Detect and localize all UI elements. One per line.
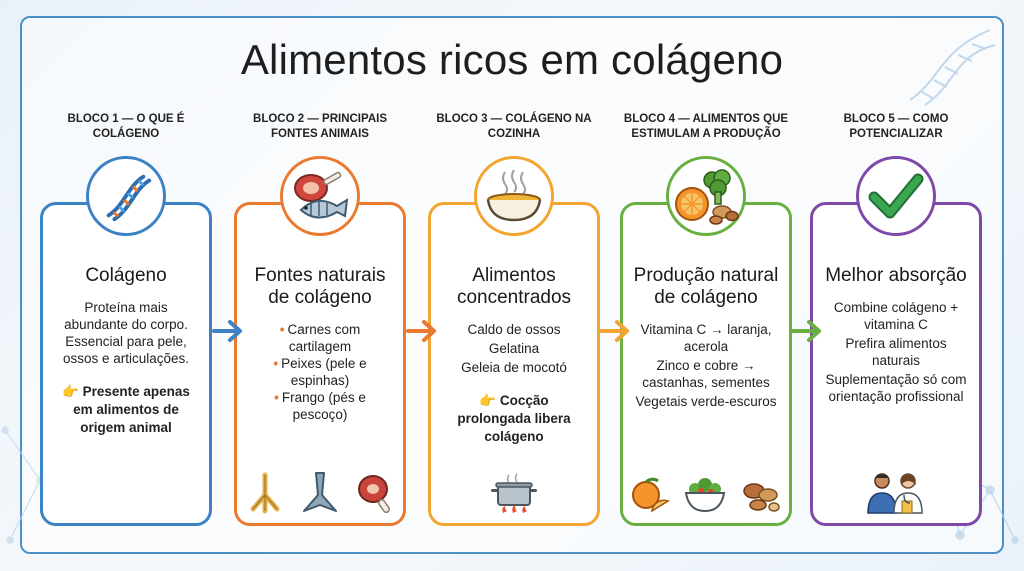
- block-3-bottom-icons: [431, 471, 597, 515]
- block-5-bottom-icons: [813, 469, 979, 515]
- block-3-title: Alimentos concentrados: [456, 265, 572, 308]
- block-1-body: Proteína mais abundante do corpo. Essenc…: [62, 300, 190, 366]
- block-2-header: BLOCO 2 — PRINCIPAIS FONTES ANIMAIS: [253, 113, 387, 140]
- pointing-hand-icon: 👉: [479, 393, 497, 408]
- list-item: Caldo de ossos: [467, 322, 561, 337]
- block-1-note-text: Presente apenas em alimentos de origem a…: [73, 384, 190, 435]
- doctor-consultation-icon: [867, 473, 923, 514]
- list-item: •Peixes (pele e espinhas): [273, 356, 367, 388]
- block-2-title: Fontes naturais de colágeno: [254, 265, 386, 308]
- block-1-title: Colágeno: [85, 265, 167, 286]
- salad-bowl-icon: [684, 478, 726, 513]
- block-4-bottom-icons: [623, 475, 789, 515]
- list-item: Suplementação só com orientação profissi…: [825, 372, 967, 404]
- orange-icon: [631, 477, 670, 513]
- page-title: Alimentos ricos em colágeno: [240, 36, 784, 83]
- block-1-card: Colágeno Proteína mais abundante do corp…: [40, 202, 212, 526]
- block-1-note: 👉 Presente apenas em alimentos de origem…: [53, 383, 199, 437]
- dna-icon: [106, 174, 152, 222]
- soup-bowl-icon: [486, 169, 542, 222]
- block-3-note: 👉 Cocção prolongada libera colágeno: [441, 392, 587, 446]
- block-2-bullet-list: •Carnes com cartilagem •Peixes (pele e e…: [247, 321, 393, 423]
- arrow-right-icon: [212, 320, 242, 342]
- block-3-circle: [474, 156, 554, 236]
- checkmark-icon: [868, 173, 924, 219]
- block-4-circle: [666, 156, 746, 236]
- block-1: BLOCO 1 — O QUE É COLÁGENO Colágeno Prot…: [38, 112, 214, 526]
- chicken-feet-icon: [250, 472, 280, 514]
- block-2-card: Fontes naturais de colágeno •Carnes com …: [234, 202, 406, 526]
- list-item: Geleia de mocotó: [461, 360, 567, 375]
- cooking-pot-icon: [491, 473, 537, 513]
- arrow-right-icon: [406, 320, 436, 342]
- block-4-card: Produção natural de colágeno Vitamina C …: [620, 202, 792, 526]
- pointing-hand-icon: 👉: [62, 384, 79, 399]
- block-4: BLOCO 4 — ALIMENTOS QUE ESTIMULAM A PROD…: [618, 112, 794, 526]
- block-4-lines: Vitamina C → laranja, acerola Zinco e co…: [633, 321, 779, 410]
- arrow-right-icon: [599, 320, 629, 342]
- block-5: BLOCO 5 — COMO POTENCIALIZAR Melhor abso…: [808, 112, 984, 526]
- block-5-card: Melhor absorção Combine colágeno + vitam…: [810, 202, 982, 526]
- block-2-bottom-icons: [237, 471, 403, 515]
- list-item: Vitamina C → laranja, acerola: [640, 322, 772, 354]
- block-3-header: BLOCO 3 — COLÁGENO NA COZINHA: [436, 113, 592, 140]
- block-4-title: Produção natural de colágeno: [633, 265, 779, 308]
- nuts-icon: [743, 483, 781, 512]
- list-item: Gelatina: [488, 341, 540, 356]
- list-item: Combine colágeno + vitamina C: [833, 300, 959, 332]
- list-item: Zinco e cobre → castanhas, sementes: [642, 358, 770, 390]
- list-item: Vegetais verde-escuros: [635, 394, 777, 409]
- block-3: BLOCO 3 — COLÁGENO NA COZINHA Alimentos …: [426, 112, 602, 526]
- fish-tail-icon: [302, 472, 337, 512]
- list-item: Prefira alimentos naturais: [845, 336, 947, 368]
- block-3-lines: Caldo de ossos Gelatina Geleia de mocotó: [441, 321, 587, 376]
- block-3-note-text: Cocção prolongada libera colágeno: [457, 393, 571, 444]
- block-2-circle: [280, 156, 360, 236]
- block-1-circle: [86, 156, 166, 236]
- meat-leg-icon: [358, 475, 391, 514]
- block-1-header: BLOCO 1 — O QUE É COLÁGENO: [67, 113, 185, 140]
- list-item: •Carnes com cartilagem: [279, 322, 361, 354]
- block-3-card: Alimentos concentrados Caldo de ossos Ge…: [428, 202, 600, 526]
- list-item: •Frango (pés e pescoço): [274, 390, 366, 422]
- block-5-circle: [856, 156, 936, 236]
- orange-broccoli-nuts-icon: [675, 169, 739, 225]
- block-5-lines: Combine colágeno + vitamina C Prefira al…: [823, 299, 969, 405]
- block-4-header: BLOCO 4 — ALIMENTOS QUE ESTIMULAM A PROD…: [623, 113, 789, 140]
- block-5-header: BLOCO 5 — COMO POTENCIALIZAR: [843, 113, 949, 140]
- meat-and-fish-icon: [294, 171, 349, 219]
- arrow-right-icon: [791, 320, 821, 342]
- block-5-title: Melhor absorção: [825, 265, 967, 286]
- block-2: BLOCO 2 — PRINCIPAIS FONTES ANIMAIS Font…: [232, 112, 408, 526]
